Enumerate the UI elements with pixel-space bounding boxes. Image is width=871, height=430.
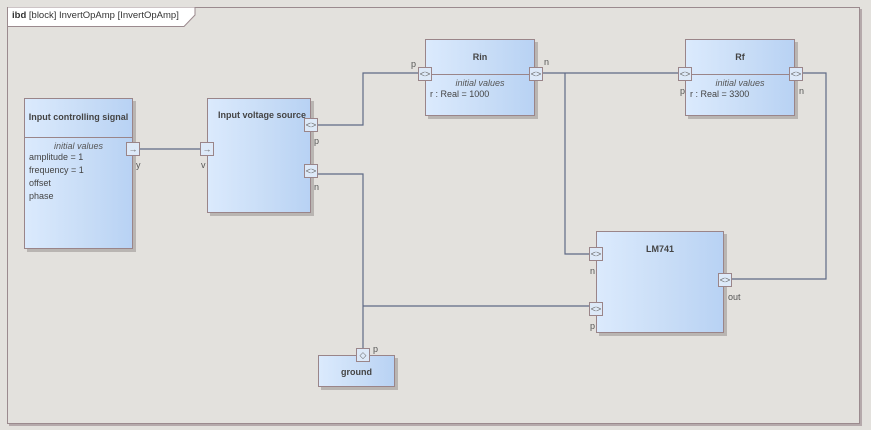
connector-source-p-to-rin-p[interactable] <box>318 72 419 126</box>
value-r: r : Real = 3300 <box>690 89 750 99</box>
port-p-proxy-icon[interactable]: <> <box>589 302 603 316</box>
frame-kind: ibd <box>12 10 27 21</box>
port-n-proxy-icon[interactable]: <> <box>589 247 603 261</box>
port-label-n: n <box>314 182 320 192</box>
block-title: Rin <box>472 52 488 62</box>
port-label-y: y <box>136 160 141 170</box>
block-title: Rf <box>735 52 745 62</box>
block-title: ground <box>341 367 372 377</box>
port-n-proxy-icon[interactable]: <> <box>529 67 543 81</box>
port-n-proxy-icon[interactable]: <> <box>789 67 803 81</box>
frame-label: ibd [block] InvertOpAmp [InvertOpAmp] <box>12 10 179 21</box>
port-label-p: p <box>314 136 320 146</box>
block-title: Input voltage source <box>218 110 307 120</box>
port-p-proxy-icon[interactable]: <> <box>304 118 318 132</box>
port-n-proxy-icon[interactable]: <> <box>304 164 318 178</box>
compartment-title: initial values <box>715 78 765 88</box>
port-p-proxy-icon[interactable]: ◇ <box>356 348 370 362</box>
value-amplitude: amplitude = 1 <box>29 152 84 162</box>
block-title: LM741 <box>645 244 674 254</box>
port-v-flow-in-icon[interactable]: → <box>200 142 214 156</box>
port-label-n: n <box>590 266 596 276</box>
block-input-controlling-signal[interactable]: Input controlling signal initial values … <box>24 98 133 249</box>
connector-source-n-to-ground-p[interactable] <box>318 173 364 348</box>
port-p-proxy-icon[interactable]: <> <box>418 67 432 81</box>
value-offset: offset <box>29 178 51 188</box>
port-p-proxy-icon[interactable]: <> <box>678 67 692 81</box>
block-rin[interactable]: Rin initial values r : Real = 1000 <box>425 39 535 116</box>
frame-title: [block] InvertOpAmp [InvertOpAmp] <box>28 10 179 21</box>
initial-values-compartment: initial values r : Real = 1000 <box>426 74 534 101</box>
connector-rf-n-to-lm741-out[interactable] <box>730 72 827 280</box>
port-label-n: n <box>544 57 550 67</box>
compartment-title: initial values <box>53 141 104 151</box>
value-phase: phase <box>29 191 54 201</box>
port-label-out: out <box>728 292 741 302</box>
port-label-p: p <box>680 86 686 96</box>
port-label-p: p <box>590 321 596 331</box>
block-input-voltage-source[interactable]: Input voltage source <box>207 98 311 213</box>
block-rf[interactable]: Rf initial values r : Real = 3300 <box>685 39 795 116</box>
port-out-proxy-icon[interactable]: <> <box>718 273 732 287</box>
block-lm741[interactable]: LM741 <box>596 231 724 333</box>
block-title: Input controlling signal <box>28 112 129 122</box>
port-label-p: p <box>411 59 417 69</box>
port-label-n: n <box>799 86 805 96</box>
port-label-p: p <box>373 344 379 354</box>
initial-values-compartment: initial values amplitude = 1 frequency =… <box>25 137 132 203</box>
initial-values-compartment: initial values r : Real = 3300 <box>686 74 794 101</box>
compartment-title: initial values <box>455 78 505 88</box>
port-label-v: v <box>201 160 206 170</box>
value-r: r : Real = 1000 <box>430 89 490 99</box>
value-frequency: frequency = 1 <box>29 165 84 175</box>
diagram-frame <box>7 7 860 424</box>
connector-rin-n-to-lm741-n[interactable] <box>564 73 589 255</box>
port-y-flow-out-icon[interactable]: → <box>126 142 140 156</box>
